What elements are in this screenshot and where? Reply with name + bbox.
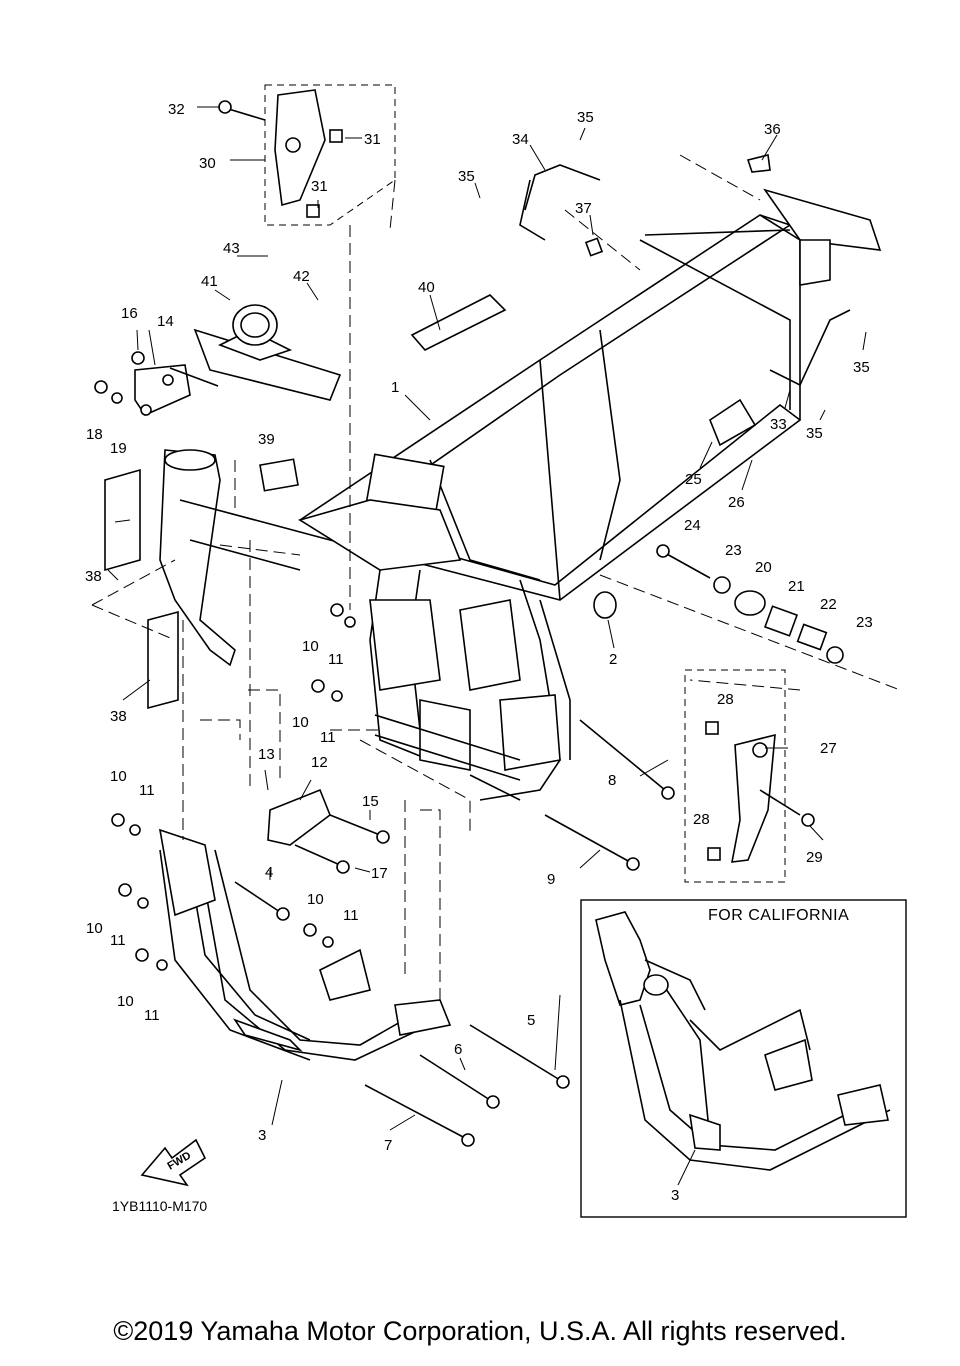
- part-label-10-e: 10: [86, 920, 103, 937]
- drawing-code: 1YB1110-M170: [112, 1198, 207, 1214]
- part-label-32: 32: [168, 101, 185, 118]
- part-label-4: 4: [265, 864, 273, 881]
- part-label-31-b: 31: [311, 178, 328, 195]
- part-label-7: 7: [384, 1137, 392, 1154]
- part-label-19: 19: [110, 440, 127, 457]
- part-label-28-b: 28: [693, 811, 710, 828]
- part-label-12: 12: [311, 754, 328, 771]
- part-labels: 1 2 3 3 4 5 6 7 8 9 10 10 10 10 10 10 11…: [85, 101, 873, 1204]
- bolts-illustration: [94, 351, 844, 1147]
- part-label-16: 16: [121, 305, 138, 322]
- part-label-9: 9: [547, 871, 555, 888]
- part-label-6: 6: [454, 1041, 462, 1058]
- reference-lines: [91, 154, 901, 1000]
- label-37-illustration: [584, 237, 604, 257]
- part-label-14: 14: [157, 313, 174, 330]
- part-label-11-a: 11: [328, 651, 344, 668]
- grab-bar-34-illustration: [519, 164, 601, 241]
- part-label-38-b: 38: [110, 708, 127, 725]
- part-label-23-a: 23: [725, 542, 742, 559]
- california-inset: FOR CALIFORNIA: [580, 899, 907, 1218]
- main-frame-illustration: [298, 188, 882, 801]
- part-label-20: 20: [755, 559, 772, 576]
- copyright-notice: ©2019 Yamaha Motor Corporation, U.S.A. A…: [113, 1316, 847, 1346]
- part-label-40: 40: [418, 279, 435, 296]
- part-label-38-a: 38: [85, 568, 102, 585]
- part-label-17: 17: [371, 865, 388, 882]
- part-label-1: 1: [391, 379, 399, 396]
- part-label-5: 5: [527, 1012, 535, 1029]
- part-label-35-b: 35: [458, 168, 475, 185]
- part-label-30: 30: [199, 155, 216, 172]
- part-label-31-a: 31: [364, 131, 381, 148]
- pad-40-illustration: [410, 294, 507, 351]
- part-label-21: 21: [788, 578, 805, 595]
- part-label-3: 3: [258, 1127, 266, 1144]
- part-label-8: 8: [608, 772, 616, 789]
- part-label-11-e: 11: [110, 932, 126, 949]
- forward-arrow-icon: FWD: [140, 1138, 207, 1187]
- pad-39-illustration: [259, 458, 299, 492]
- part-label-2: 2: [609, 651, 617, 668]
- part-label-28-a: 28: [717, 691, 734, 708]
- part-label-35-d: 35: [806, 425, 823, 442]
- part-label-11-b: 11: [320, 729, 336, 746]
- part-label-34: 34: [512, 131, 529, 148]
- part-25-illustration: [709, 398, 757, 447]
- part-label-24: 24: [684, 517, 701, 534]
- part-label-42: 42: [293, 268, 310, 285]
- part-label-36: 36: [764, 121, 781, 138]
- part-label-10-f: 10: [117, 993, 134, 1010]
- inset-title: FOR CALIFORNIA: [708, 907, 849, 924]
- part-label-33: 33: [770, 416, 787, 433]
- part-label-35-a: 35: [577, 109, 594, 126]
- part-label-43: 43: [223, 240, 240, 257]
- part-label-11-f: 11: [144, 1007, 160, 1024]
- part-label-35-c: 35: [853, 359, 870, 376]
- part-label-29: 29: [806, 849, 823, 866]
- part-label-22: 22: [820, 596, 837, 613]
- cover-27-group: [684, 669, 815, 883]
- part-label-11-d: 11: [343, 907, 359, 924]
- grab-bar-33-illustration: [769, 309, 851, 387]
- part-label-3-inset: 3: [671, 1187, 679, 1204]
- part-label-39: 39: [258, 431, 275, 448]
- part-label-15: 15: [362, 793, 379, 810]
- part-label-26: 26: [728, 494, 745, 511]
- part-label-18: 18: [86, 426, 103, 443]
- part-label-13: 13: [258, 746, 275, 763]
- part-label-25: 25: [685, 471, 702, 488]
- part-label-41: 41: [201, 273, 218, 290]
- front-bracket-illustration: [104, 304, 342, 710]
- part-label-23-b: 23: [856, 614, 873, 631]
- part-label-11-c: 11: [139, 782, 155, 799]
- part-label-10-d: 10: [307, 891, 324, 908]
- leader-lines: [107, 106, 867, 1131]
- bracket-12-illustration: [267, 788, 331, 846]
- part-label-10-b: 10: [292, 714, 309, 731]
- part-label-27: 27: [820, 740, 837, 757]
- cap-36-illustration: [746, 154, 771, 173]
- part-label-10-a: 10: [302, 638, 319, 655]
- part-label-10-c: 10: [110, 768, 127, 785]
- part-label-37: 37: [575, 200, 592, 217]
- lower-cradle-illustration: [158, 828, 452, 1061]
- cover-30-group: [218, 84, 396, 226]
